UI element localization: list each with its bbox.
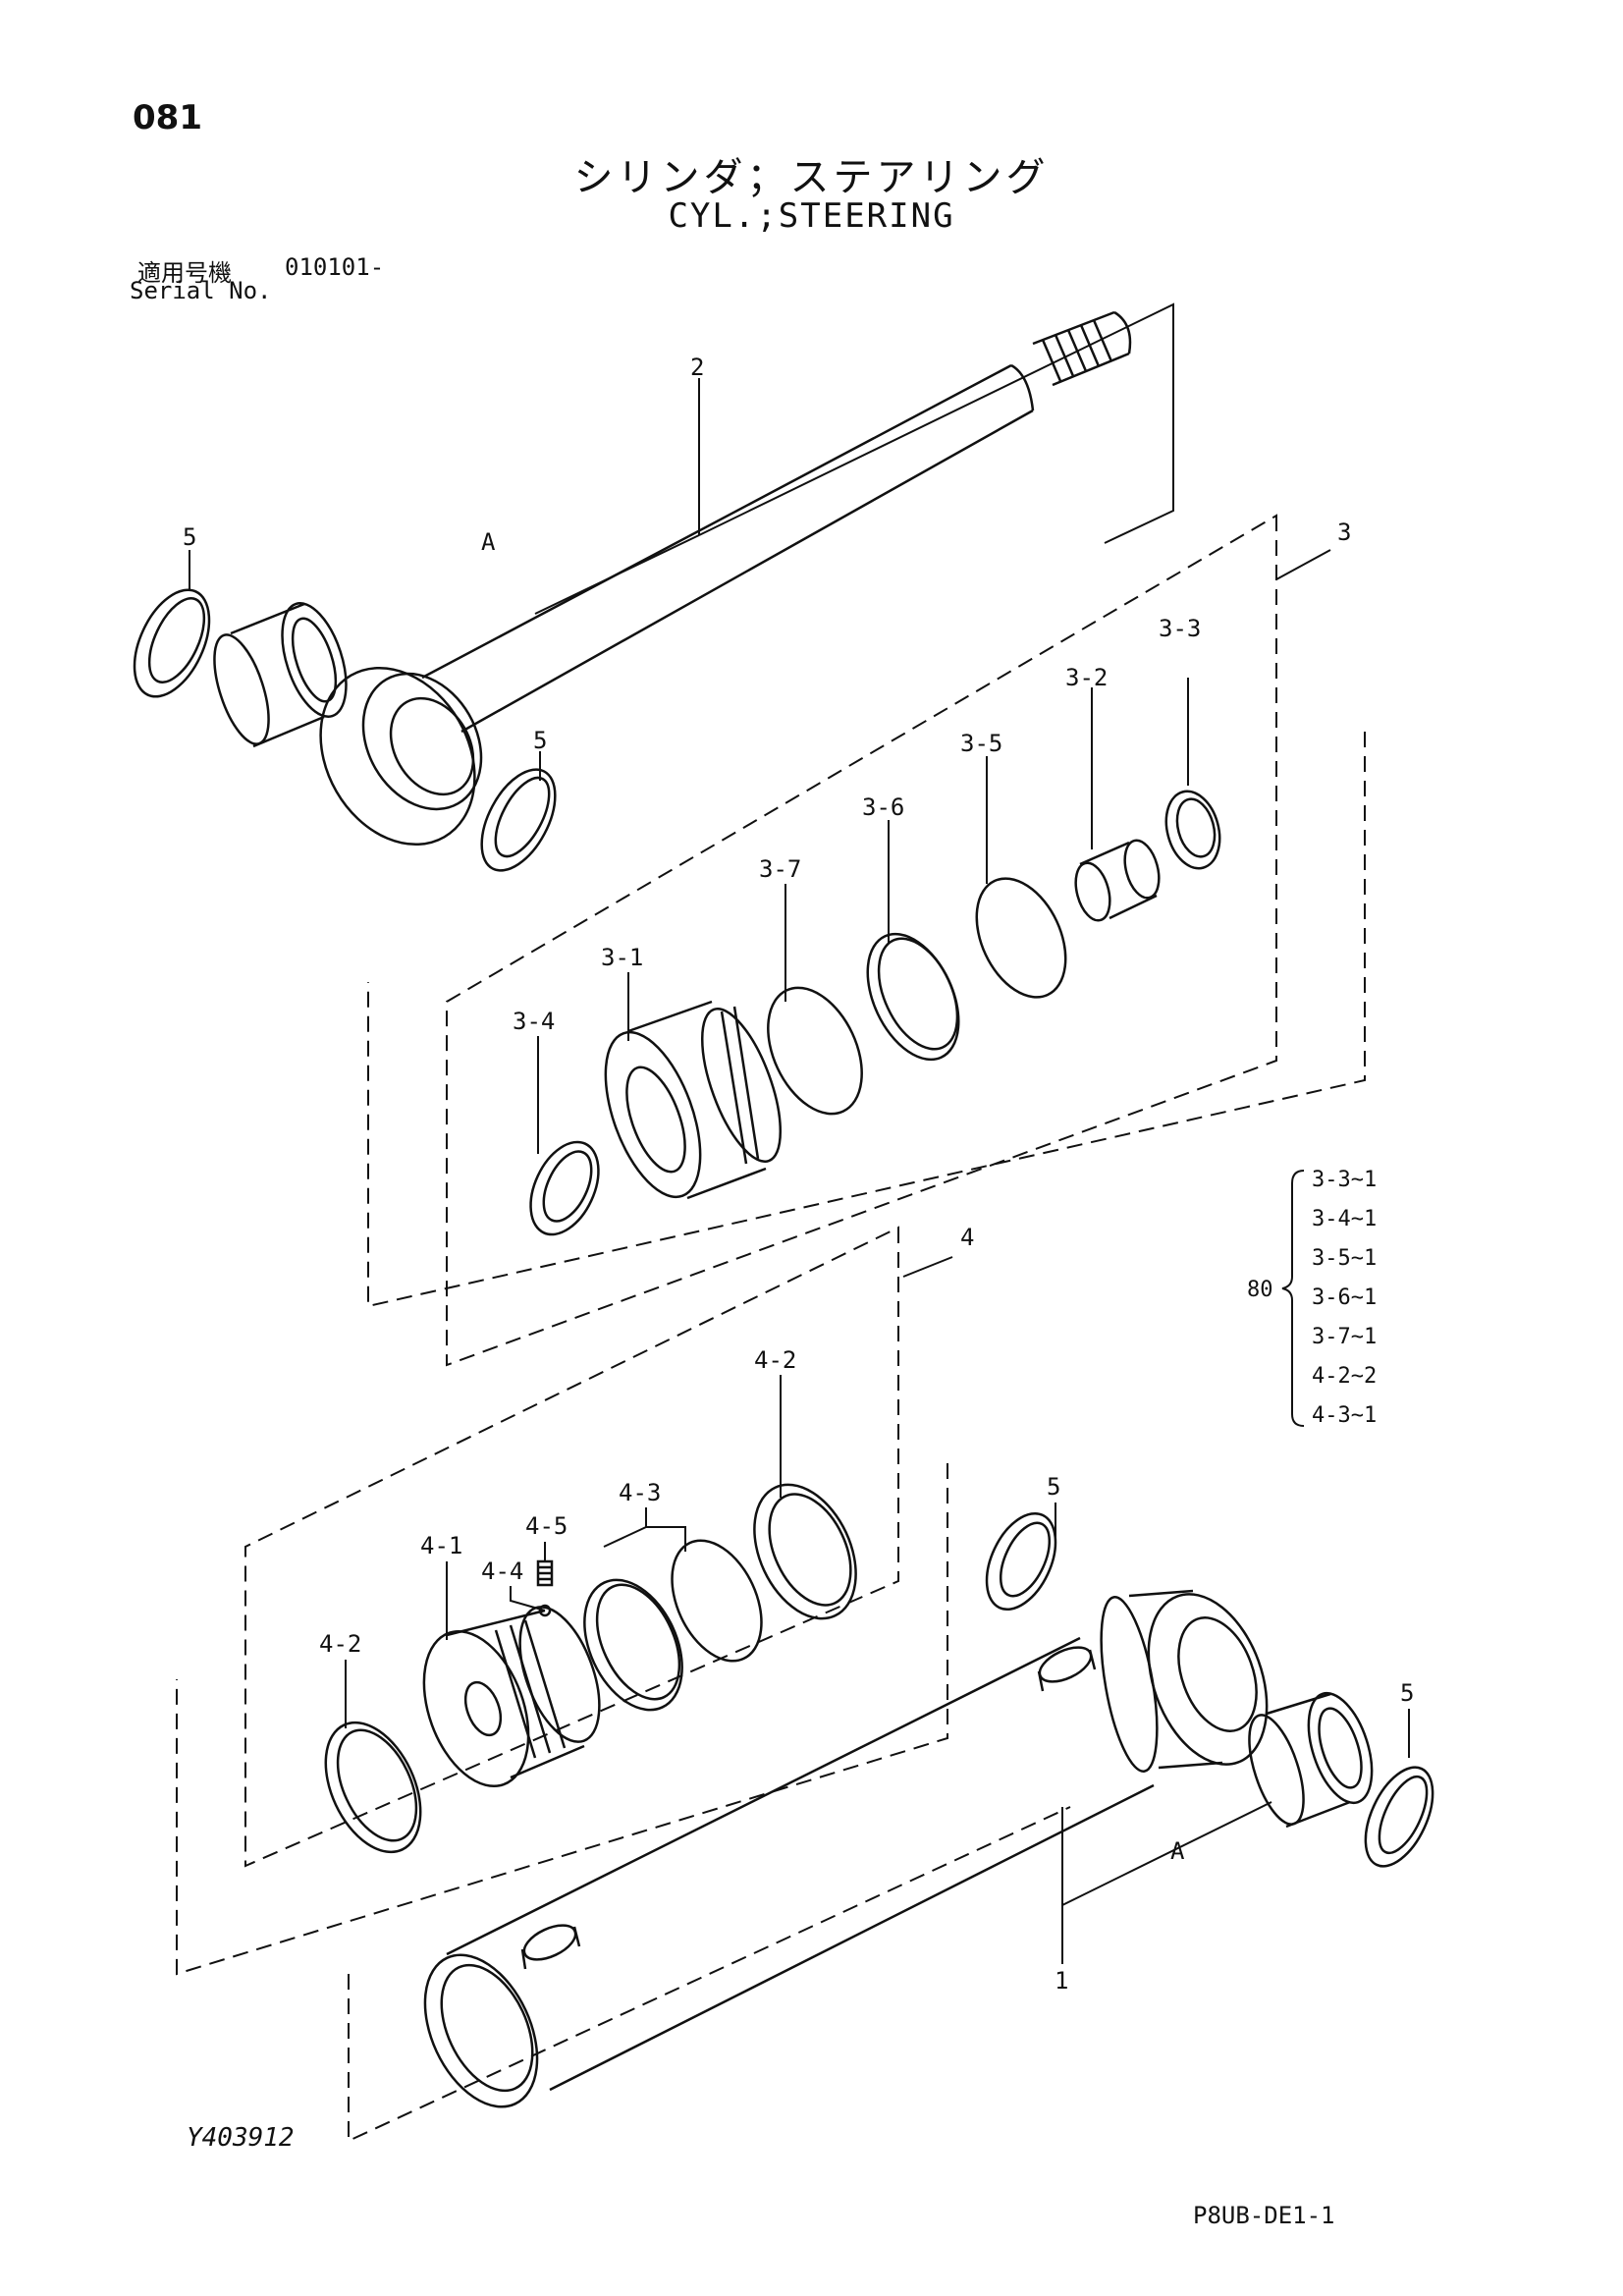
o-ring-3-7 [767, 986, 863, 1116]
callout-3-7: 3-7 [759, 855, 801, 883]
serial-number-value: 010101- [285, 253, 385, 281]
callout-3-5: 3-5 [960, 730, 1002, 757]
seal-ring-5-lower-right [1364, 1766, 1434, 1868]
callout-3-4: 3-4 [513, 1008, 555, 1035]
seal-kit-item: 3-5~1 [1312, 1246, 1377, 1271]
callout-4-2-right: 4-2 [754, 1346, 796, 1374]
seal-ring-5-upper-right [480, 768, 557, 872]
callout-5-lower-left: 5 [1047, 1473, 1060, 1501]
seal-kit-list: 80 3-3~1 3-4~1 3-5~1 3-6~1 3-7~1 4-2~2 4… [1247, 1168, 1377, 1428]
page-code: P8UB-DE1-1 [1193, 2202, 1335, 2229]
bushing-3-2 [1074, 839, 1161, 922]
callout-1: 1 [1055, 1967, 1068, 1995]
page-number: 081 [133, 98, 202, 137]
leader-lines [189, 302, 1410, 1964]
serial-label-japanese: 適用号機 [137, 259, 232, 287]
backup-ring-3-6 [866, 932, 960, 1062]
seal-kit-item: 3-6~1 [1312, 1285, 1377, 1310]
callout-4-4: 4-4 [481, 1558, 523, 1585]
callout-3: 3 [1337, 519, 1351, 546]
callout-2: 2 [690, 354, 704, 381]
wear-ring-4-2-right [753, 1483, 857, 1620]
group-outlines [176, 514, 1366, 2143]
callout-4-2-left: 4-2 [319, 1630, 361, 1658]
callout-labels: 2 A 5 5 3 3-3 3-2 3-5 3-6 3-7 3-1 3-4 4 … [183, 354, 1414, 1995]
wear-ring-4-2-left [324, 1721, 422, 1854]
seal-kit-item: 3-3~1 [1312, 1168, 1377, 1192]
set-screw-4-5 [536, 1559, 554, 1587]
title-english: CYL.;STEERING [668, 196, 955, 236]
seal-kit-item: 4-3~1 [1312, 1403, 1377, 1428]
piston-rod-part [213, 310, 1132, 847]
title-japanese: シリンダ；ステアリング [573, 155, 1050, 200]
seal-kit-number: 80 [1247, 1278, 1273, 1302]
callout-5-upper-right: 5 [533, 727, 547, 754]
callout-4-3: 4-3 [619, 1479, 661, 1506]
seal-kit-item: 4-2~2 [1312, 1364, 1377, 1389]
callout-3-3: 3-3 [1159, 615, 1201, 642]
callout-a-upper: A [481, 528, 496, 556]
callout-3-1: 3-1 [601, 944, 643, 971]
callout-4-1: 4-1 [420, 1532, 462, 1559]
seal-kit-item: 3-7~1 [1312, 1325, 1377, 1349]
drawing-id: Y403912 [187, 2123, 295, 2153]
steel-ball-4-4 [538, 1604, 552, 1617]
callout-5-lower-right: 5 [1400, 1679, 1414, 1707]
o-ring-3-5 [975, 877, 1067, 999]
callout-5-upper-left: 5 [183, 523, 196, 551]
callout-3-2: 3-2 [1065, 664, 1108, 691]
seal-3-4 [529, 1140, 600, 1236]
bushing-cylinder-end [1248, 1691, 1374, 1829]
seal-ring-5-upper-left [133, 588, 211, 698]
serial-label-english: Serial No. [130, 277, 272, 304]
piston-seal-4-3 [583, 1539, 763, 1712]
wiper-ring-3-3 [1164, 790, 1221, 870]
callout-a-lower: A [1170, 1837, 1185, 1865]
callout-3-6: 3-6 [862, 793, 904, 821]
seal-ring-5-lower-left [985, 1511, 1057, 1612]
cylinder-tube-part [423, 1589, 1269, 2108]
callout-4: 4 [960, 1224, 974, 1251]
callout-4-5: 4-5 [525, 1512, 568, 1540]
seal-kit-item: 3-4~1 [1312, 1207, 1377, 1231]
gland-3-1 [604, 1000, 783, 1200]
